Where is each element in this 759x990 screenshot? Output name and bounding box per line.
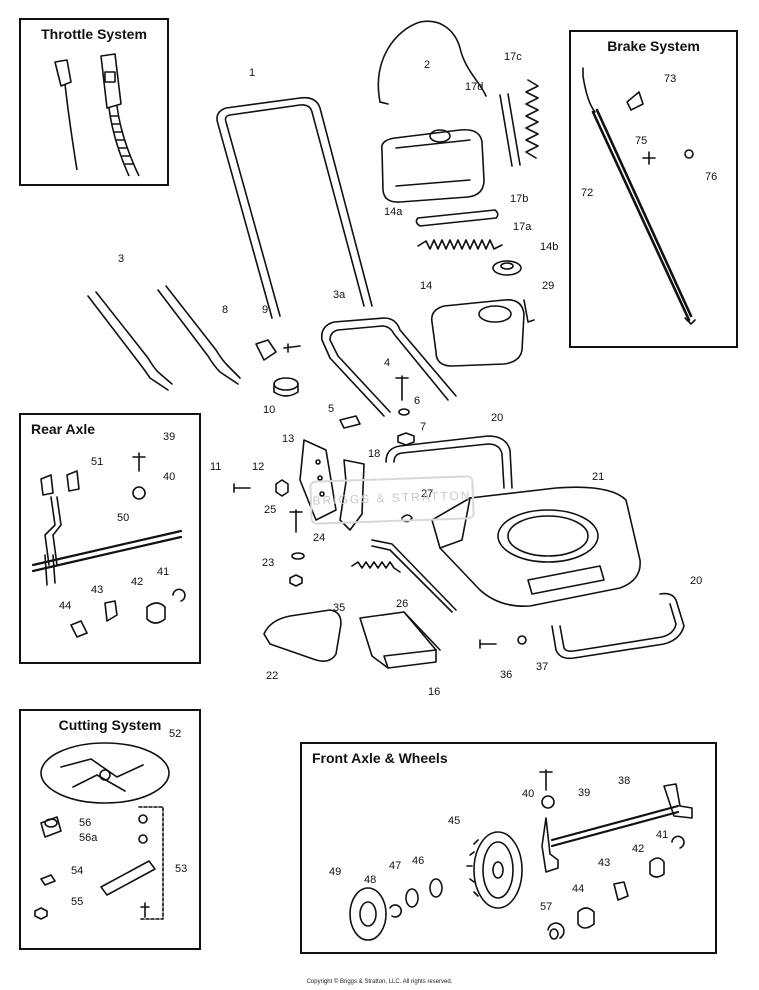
rear-axle-box: Rear Axle 39 51 40 50 43 42 41 44 bbox=[19, 413, 201, 664]
throttle-art bbox=[54, 53, 140, 177]
label-38: 38 bbox=[618, 775, 630, 787]
label-73: 73 bbox=[664, 73, 676, 85]
watermark: BRIGGS & STRATTON bbox=[309, 475, 475, 525]
label-39: 39 bbox=[163, 431, 175, 443]
label-75: 75 bbox=[635, 135, 647, 147]
label-22: 22 bbox=[266, 670, 278, 682]
label-40: 40 bbox=[163, 471, 175, 483]
label-17b: 17b bbox=[510, 193, 528, 205]
label-56: 56 bbox=[79, 817, 91, 829]
label-9: 9 bbox=[262, 304, 268, 316]
label-18: 18 bbox=[368, 448, 380, 460]
label-26: 26 bbox=[396, 598, 408, 610]
label-57: 57 bbox=[540, 901, 552, 913]
rear-axle-title: Rear Axle bbox=[31, 421, 96, 437]
label-47: 47 bbox=[389, 860, 401, 872]
label-3a: 3a bbox=[333, 289, 346, 301]
label-8: 8 bbox=[222, 304, 228, 316]
copyright-notice: Copyright © Briggs & Stratton, LLC. All … bbox=[306, 979, 453, 985]
label-3: 3 bbox=[118, 253, 124, 265]
label-7: 7 bbox=[420, 421, 426, 433]
label-41: 41 bbox=[157, 566, 169, 578]
label-42: 42 bbox=[131, 576, 143, 588]
label-43: 43 bbox=[91, 584, 103, 596]
label-23: 23 bbox=[262, 557, 274, 569]
brake-art: 73 75 72 76 bbox=[581, 67, 717, 325]
label-42: 42 bbox=[632, 843, 644, 855]
main-part-labels: 1 2 17c 17d 14a 17b 17a 14b 14 29 3 3a 8… bbox=[118, 51, 702, 698]
label-56a: 56a bbox=[79, 832, 98, 844]
rear-axle-art: 39 51 40 50 43 42 41 44 bbox=[31, 431, 186, 638]
label-16: 16 bbox=[428, 686, 440, 698]
front-axle-art: 39 38 40 45 41 49 48 47 46 42 43 44 57 bbox=[329, 769, 693, 941]
label-54: 54 bbox=[71, 865, 83, 877]
label-4: 4 bbox=[384, 357, 390, 369]
label-41: 41 bbox=[656, 829, 668, 841]
label-44: 44 bbox=[59, 600, 71, 612]
cutting-system-title: Cutting System bbox=[58, 717, 162, 733]
label-2: 2 bbox=[424, 59, 430, 71]
label-46: 46 bbox=[412, 855, 424, 867]
label-49: 49 bbox=[329, 866, 341, 878]
front-axle-box: Front Axle & Wheels bbox=[300, 742, 717, 954]
label-51: 51 bbox=[91, 456, 103, 468]
label-45: 45 bbox=[448, 815, 460, 827]
label-40: 40 bbox=[522, 788, 534, 800]
label-10: 10 bbox=[263, 404, 275, 416]
throttle-system-title: Throttle System bbox=[41, 26, 147, 42]
label-17a: 17a bbox=[513, 221, 532, 233]
label-76: 76 bbox=[705, 171, 717, 183]
label-20-lower: 20 bbox=[690, 575, 702, 587]
label-11: 11 bbox=[210, 461, 221, 473]
label-52: 52 bbox=[169, 728, 181, 740]
label-24: 24 bbox=[313, 532, 325, 544]
throttle-system-box: Throttle System bbox=[19, 18, 169, 186]
label-43: 43 bbox=[598, 857, 610, 869]
label-53: 53 bbox=[175, 863, 187, 875]
label-21: 21 bbox=[592, 471, 604, 483]
label-13: 13 bbox=[282, 433, 294, 445]
label-20-upper: 20 bbox=[491, 412, 503, 424]
label-48: 48 bbox=[364, 874, 376, 886]
label-39: 39 bbox=[578, 787, 590, 799]
label-17c: 17c bbox=[504, 51, 522, 63]
label-14: 14 bbox=[420, 280, 432, 292]
label-5: 5 bbox=[328, 403, 334, 415]
label-12: 12 bbox=[252, 461, 264, 473]
front-axle-title: Front Axle & Wheels bbox=[312, 750, 448, 766]
label-6: 6 bbox=[414, 395, 420, 407]
label-72: 72 bbox=[581, 187, 593, 199]
brake-system-title: Brake System bbox=[607, 38, 700, 54]
label-29: 29 bbox=[542, 280, 554, 292]
label-25: 25 bbox=[264, 504, 276, 516]
label-14b: 14b bbox=[540, 241, 558, 253]
cutting-system-box: Cutting System 52 56 56a 54 53 55 bbox=[19, 709, 201, 950]
brake-system-box: Brake System 73 75 72 76 bbox=[569, 30, 738, 348]
label-50: 50 bbox=[117, 512, 129, 524]
label-37: 37 bbox=[536, 661, 548, 673]
label-17d: 17d bbox=[465, 81, 483, 93]
cutting-art: 52 56 56a 54 53 55 bbox=[34, 728, 187, 920]
label-14a: 14a bbox=[384, 206, 403, 218]
label-44: 44 bbox=[572, 883, 584, 895]
label-35: 35 bbox=[333, 602, 345, 614]
label-55: 55 bbox=[71, 896, 83, 908]
label-36: 36 bbox=[500, 669, 512, 681]
label-1: 1 bbox=[249, 67, 255, 79]
label-27: 27 bbox=[421, 488, 433, 500]
